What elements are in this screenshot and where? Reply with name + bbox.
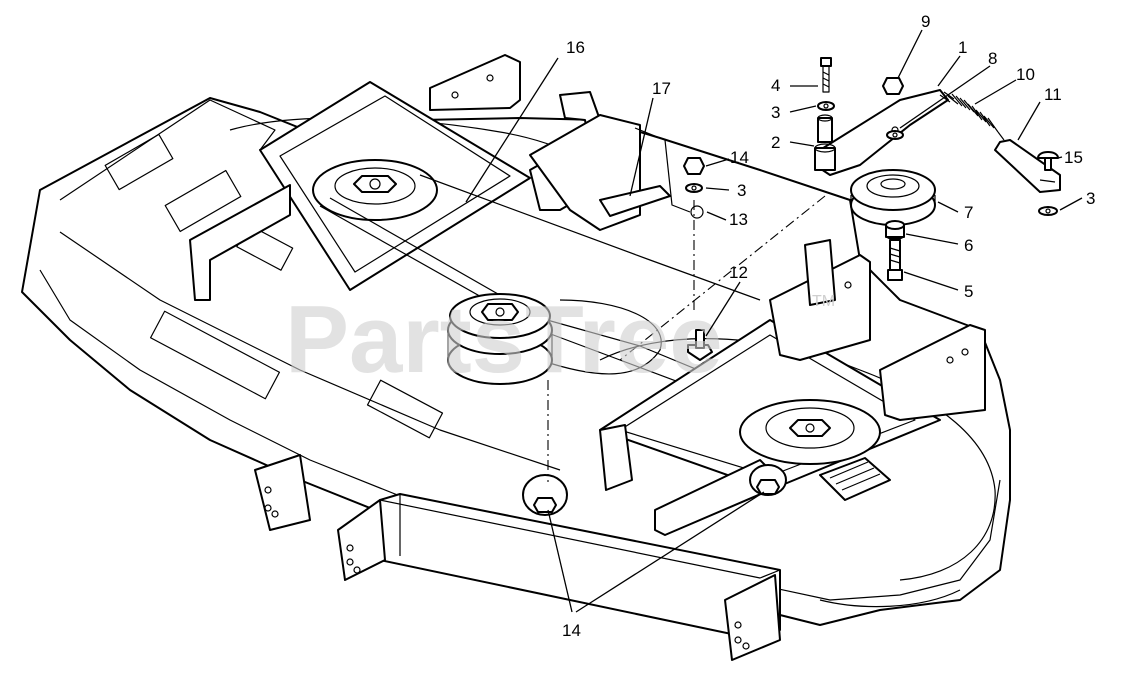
callout-15: 15 (1064, 148, 1083, 167)
callout-6: 6 (964, 236, 973, 255)
callout-2: 2 (771, 133, 780, 152)
front-anti-scalp-bar (254, 454, 781, 661)
callout-14a: 14 (730, 148, 749, 167)
callout-1: 1 (958, 38, 967, 57)
watermark-trademark: TM (812, 293, 835, 310)
callout-11: 11 (1044, 85, 1062, 104)
callout-numbers: 16 17 9 1 8 10 11 4 3 2 15 3 7 6 5 14 3 … (562, 12, 1095, 640)
callout-13: 13 (729, 210, 748, 229)
callout-10: 10 (1016, 65, 1035, 84)
callout-12: 12 (729, 263, 748, 282)
callout-3b: 3 (737, 181, 746, 200)
assembly-alignment-lines (547, 195, 826, 482)
hardware-center (522, 157, 787, 516)
callout-17: 17 (652, 79, 671, 98)
idler-pulley-parts (850, 169, 936, 281)
idler-arm-assembly (814, 57, 1061, 216)
callout-8: 8 (988, 49, 997, 68)
leader-lines (465, 29, 1083, 613)
callout-7: 7 (964, 203, 973, 222)
callout-16: 16 (566, 38, 585, 57)
callout-3c: 3 (1086, 189, 1095, 208)
callout-14b: 14 (562, 621, 581, 640)
watermark: PartsTree TM (285, 286, 835, 393)
callout-9: 9 (921, 12, 930, 31)
callout-5: 5 (964, 282, 973, 301)
watermark-text: PartsTree (285, 286, 723, 393)
center-spindle-pulley (447, 293, 553, 385)
callout-3a: 3 (771, 103, 780, 122)
right-spindle-guard-frame (599, 239, 986, 536)
left-spindle-pulley (312, 159, 438, 221)
callout-4: 4 (771, 76, 780, 95)
part-17-bracket (529, 91, 704, 231)
